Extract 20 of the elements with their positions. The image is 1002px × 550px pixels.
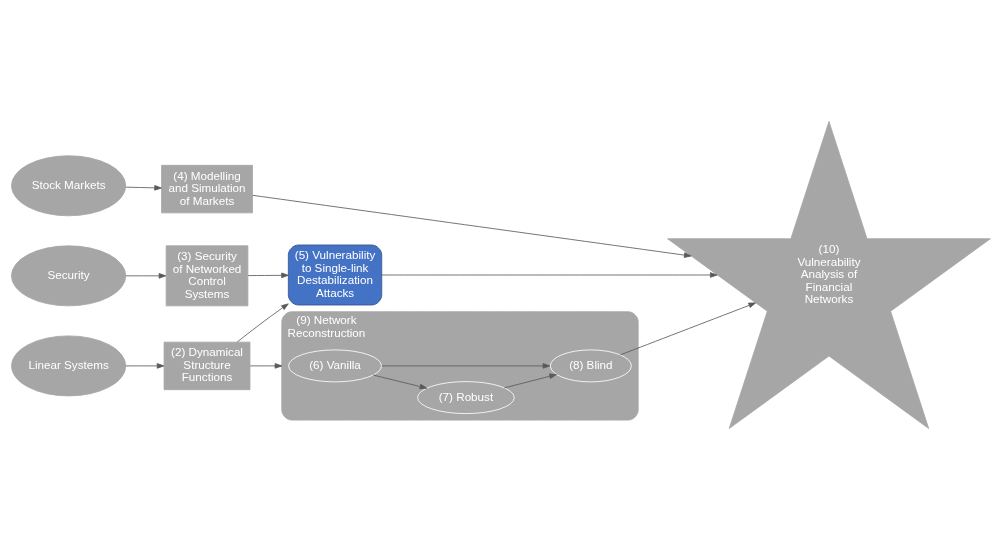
arrow: [381, 272, 718, 278]
node-box: (3) Security of Networked Control Systems: [165, 245, 249, 307]
node-ellipse: Stock Markets: [11, 155, 127, 217]
arrow: [252, 194, 692, 258]
arrow: [125, 185, 162, 191]
node-box: (5) Vulnerability to Single-link Destabilization Attacks: [287, 244, 383, 306]
node-box: (2) Dynamical Structure Functions: [163, 341, 251, 391]
node-ellipse: Security: [11, 245, 127, 307]
node-box: (4) Modelling and Simulation of Markets: [161, 164, 253, 214]
arrow: [381, 363, 551, 369]
arrow: [249, 363, 283, 369]
arrow: [125, 273, 167, 279]
arrow: [236, 303, 289, 343]
node-ellipse: (6) Vanilla: [288, 349, 382, 383]
node-ellipse: Linear Systems: [11, 335, 127, 397]
arrow: [247, 272, 289, 279]
arrow: [372, 374, 428, 390]
arrow: [620, 302, 756, 356]
arrow: [504, 373, 557, 389]
arrow: [125, 363, 165, 369]
